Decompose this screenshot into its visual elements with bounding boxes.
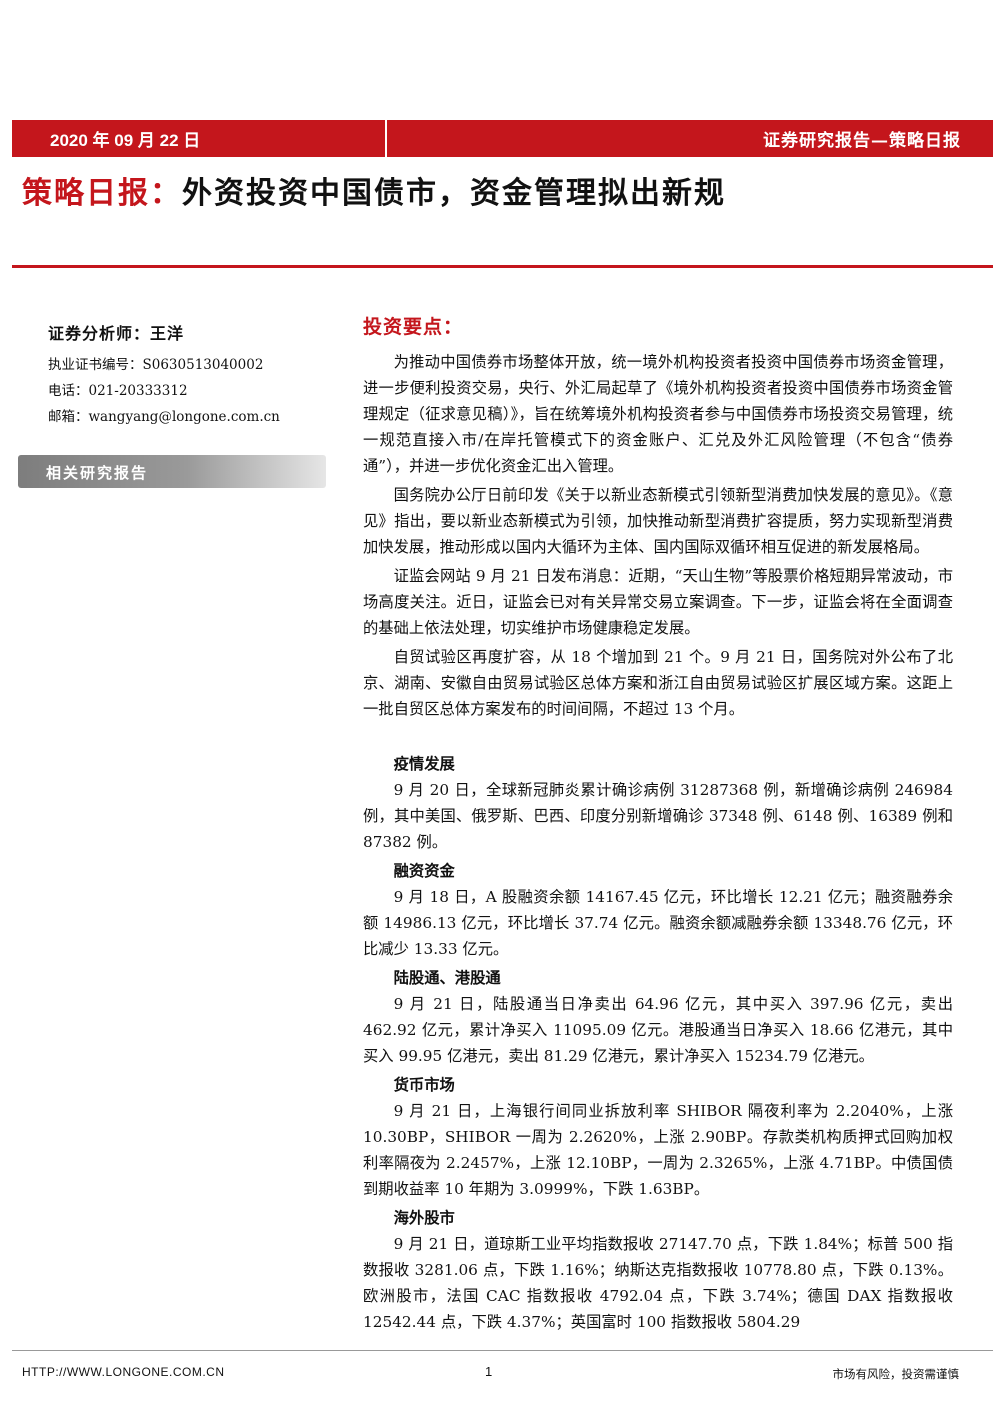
footer-disclaimer: 市场有风险，投资需谨慎 xyxy=(832,1367,960,1381)
key-point-paragraph: 证监会网站 9 月 21 日发布消息：近期，“天山生物”等股票价格短期异常波动，… xyxy=(363,567,953,637)
analyst-cert: 执业证书编号：S0630513040002 xyxy=(48,357,264,373)
key-point-paragraph: 为推动中国债券市场整体开放，统一境外机构投资者投资中国债券市场资金管理，进一步便… xyxy=(363,353,953,475)
title-rule xyxy=(12,265,993,268)
spacer xyxy=(363,725,953,751)
topic-text: 9 月 18 日，A 股融资余额 14167.45 亿元，环比增长 12.21 … xyxy=(363,888,953,958)
analyst-phone: 电话：021-20333312 xyxy=(48,383,188,399)
topic-text: 9 月 20 日，全球新冠肺炎累计确诊病例 31287368 例，新增确诊病例 … xyxy=(363,781,953,851)
topic-text: 9 月 21 日，道琼斯工业平均指数报收 27147.70 点，下跌 1.84%… xyxy=(363,1235,953,1331)
topic-text: 9 月 21 日，陆股通当日净卖出 64.96 亿元，其中买入 397.96 亿… xyxy=(363,995,953,1065)
title-prefix: 策略日报： xyxy=(22,176,182,211)
topic-heading: 陆股通、港股通 xyxy=(393,969,501,987)
topic-heading: 疫情发展 xyxy=(393,755,455,773)
topic-heading: 融资资金 xyxy=(393,862,455,880)
topic-text: 9 月 21 日，上海银行间同业拆放利率 SHIBOR 隔夜利率为 2.2040… xyxy=(363,1102,953,1198)
section-title: 投资要点： xyxy=(363,316,464,338)
related-reports-bar: 相关研究报告 xyxy=(18,455,326,488)
topic-heading: 海外股市 xyxy=(393,1209,455,1227)
key-point-paragraph: 自贸试验区再度扩容，从 18 个增加到 21 个。9 月 21 日，国务院对外公… xyxy=(363,648,953,718)
main-content: 投资要点： 为推动中国债券市场整体开放，统一境外机构投资者投资中国债券市场资金管… xyxy=(363,312,953,1338)
page-number: 1 xyxy=(485,1364,493,1379)
report-date: 2020 年 09 月 22 日 xyxy=(50,131,201,150)
related-reports-label: 相关研究报告 xyxy=(46,464,149,482)
footer-rule xyxy=(12,1350,993,1351)
analyst-name: 证券分析师：王洋 xyxy=(48,324,185,343)
report-type: 证券研究报告—策略日报 xyxy=(763,131,961,151)
header-band xyxy=(12,120,993,157)
footer-url[interactable]: HTTP://WWW.LONGONE.COM.CN xyxy=(22,1365,225,1379)
key-point-paragraph: 国务院办公厅日前印发《关于以新业态新模式引领新型消费加快发展的意见》。《意见》指… xyxy=(363,486,953,556)
analyst-email: 邮箱：wangyang@longone.com.cn xyxy=(48,409,280,425)
header-divider xyxy=(385,120,387,157)
analyst-info: 证券分析师：王洋 执业证书编号：S0630513040002 电话：021-20… xyxy=(48,320,338,430)
title-text: 外资投资中国债市，资金管理拟出新规 xyxy=(182,176,726,211)
page-title: 策略日报：外资投资中国债市，资金管理拟出新规 xyxy=(22,168,726,212)
topic-heading: 货币市场 xyxy=(393,1076,455,1094)
